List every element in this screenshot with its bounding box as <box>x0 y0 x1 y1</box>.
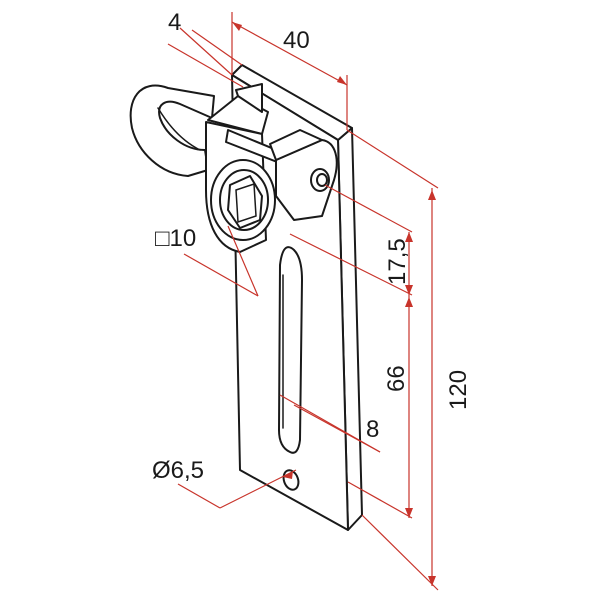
eye-ring <box>129 84 215 177</box>
vertical-slot <box>278 246 303 454</box>
slot-length-label: 66 <box>383 365 410 392</box>
thickness-label: 4 <box>168 9 181 36</box>
hole-diameter-label: Ø6,5 <box>152 457 204 484</box>
width-label: 40 <box>283 27 310 54</box>
square-drive <box>227 175 263 229</box>
clevis-bracket <box>205 83 338 253</box>
dimension-lines <box>167 12 439 591</box>
height-label: 120 <box>445 370 472 410</box>
dimension-labels: 4 40 □10 17,5 66 8 Ø6,5 120 <box>152 9 472 484</box>
square-drive-label: □10 <box>155 225 196 252</box>
slot-width-label: 8 <box>366 416 379 443</box>
offset-label: 17,5 <box>384 238 411 285</box>
